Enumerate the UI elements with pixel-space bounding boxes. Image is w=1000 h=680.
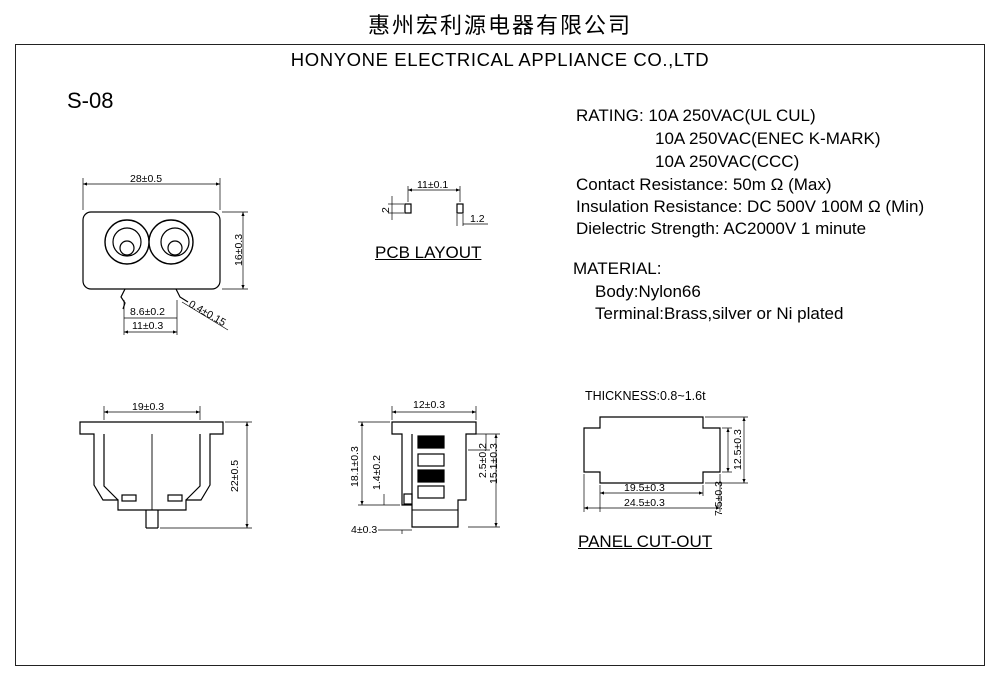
dim-cutout-height-outer: 12.5±0.3 [732, 429, 744, 470]
material-body: Body:Nylon66 [595, 282, 701, 301]
side-view-drawing [79, 406, 252, 529]
dim-pcb-slot-width: 1.2 [470, 213, 485, 225]
dim-profile-bottom: 4±0.3 [351, 524, 377, 536]
pcb-layout-drawing [388, 186, 488, 226]
dim-front-pitch-inner: 8.6±0.2 [130, 306, 165, 318]
dim-front-height: 16±0.3 [233, 234, 245, 266]
rating-line-3: 10A 250VAC(CCC) [655, 152, 800, 171]
dim-side-height: 22±0.5 [229, 460, 241, 492]
dim-cutout-height-inner: 7.5±0.3 [713, 481, 725, 516]
drawing-frame [15, 44, 985, 666]
rating-line-1: RATING: 10A 250VAC(UL CUL) [576, 106, 816, 125]
company-name-english: HONYONE ELECTRICAL APPLIANCE CO.,LTD [0, 49, 1000, 71]
model-number: S-08 [67, 88, 114, 113]
dim-front-pitch: 11±0.3 [132, 320, 163, 332]
dielectric-strength: Dielectric Strength: AC2000V 1 minute [576, 219, 867, 238]
profile-view-drawing [358, 406, 500, 534]
material-terminal: Terminal:Brass,silver or Ni plated [595, 304, 844, 323]
material-title: MATERIAL: [573, 259, 662, 278]
dim-cutout-outer: 24.5±0.3 [624, 497, 665, 509]
dim-pcb-pitch: 11±0.1 [417, 179, 448, 191]
dim-cutout-inner: 19.5±0.3 [624, 482, 665, 494]
insulation-resistance: Insulation Resistance: DC 500V 100M Ω (M… [576, 197, 925, 216]
dim-front-width: 28±0.5 [130, 173, 162, 185]
company-name-english-text: HONYONE ELECTRICAL APPLIANCE CO.,LTD [284, 49, 716, 70]
contact-resistance: Contact Resistance: 50m Ω (Max) [576, 175, 832, 194]
dim-profile-h1: 18.1±0.3 [349, 446, 361, 487]
dim-profile-top: 12±0.3 [413, 399, 445, 411]
dim-front-pin: 0.4±0.15 [187, 298, 228, 329]
dim-profile-h4: 15.1±0.3 [488, 443, 500, 484]
company-name-chinese: 惠州宏利源电器有限公司 [367, 14, 632, 39]
panel-cutout-drawing [583, 416, 748, 512]
dim-profile-h2: 1.4±0.2 [371, 455, 383, 490]
dim-side-width: 19±0.3 [132, 401, 164, 413]
dim-pcb-slot-height: 2 [380, 207, 392, 213]
thickness-label: THICKNESS:0.8~1.6t [585, 389, 706, 403]
rating-line-2: 10A 250VAC(ENEC K-MARK) [655, 129, 881, 148]
dim-profile-h3: 2.5±0.2 [477, 443, 489, 478]
pcb-layout-label: PCB LAYOUT [375, 243, 482, 262]
panel-cutout-label: PANEL CUT-OUT [578, 532, 713, 551]
front-view-drawing [82, 178, 248, 335]
